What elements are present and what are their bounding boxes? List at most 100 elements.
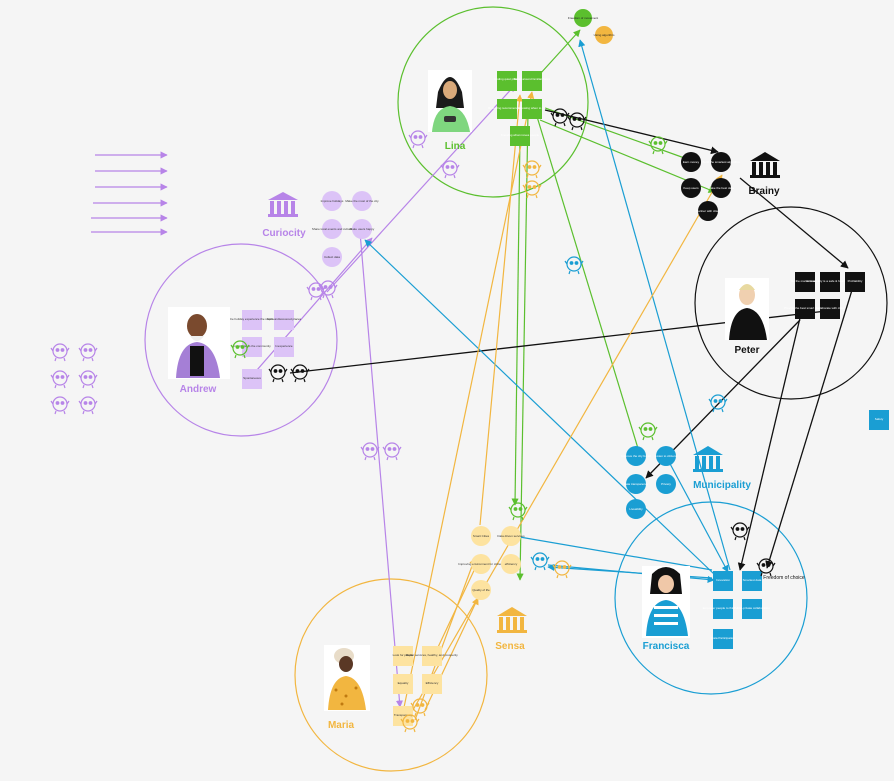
- sticky-note[interactable]: [711, 178, 731, 198]
- sticky-note[interactable]: [845, 272, 865, 292]
- persona-name-maria: Maria: [328, 720, 355, 731]
- sticky-note-text: Quality of life: [472, 588, 490, 592]
- sticky-note-text: Empower people to think & act: [703, 606, 744, 610]
- sticky-note[interactable]: [274, 310, 294, 330]
- sticky-note[interactable]: [322, 219, 342, 239]
- robot-sticker-icon: [400, 714, 420, 733]
- sticky-note-text: Knowing when to go: [518, 106, 545, 110]
- sticky-note[interactable]: [626, 446, 646, 466]
- sticky-note[interactable]: [820, 272, 840, 292]
- group-name-brainy: Brainy: [748, 186, 780, 197]
- sticky-note[interactable]: [522, 99, 542, 119]
- sticky-note[interactable]: [698, 201, 718, 221]
- sticky-note[interactable]: [322, 191, 342, 211]
- sticky-note[interactable]: [242, 337, 262, 357]
- robot-sticker-icon: [50, 396, 70, 415]
- sticky-note[interactable]: [626, 499, 646, 519]
- sticky-note-text: Being around familiar faces: [514, 77, 551, 81]
- robot-sticker-icon: [567, 112, 587, 131]
- sticky-note-text: Share local events and culture: [312, 227, 353, 231]
- sticky-note-text: Equality: [398, 681, 409, 685]
- sticky-note[interactable]: [242, 369, 262, 389]
- purple-connections: [249, 84, 516, 708]
- sticky-note[interactable]: [795, 299, 815, 319]
- robot-sticker-icon: [360, 442, 380, 461]
- sticky-note[interactable]: [501, 526, 521, 546]
- sticky-note[interactable]: [795, 272, 815, 292]
- sticky-note[interactable]: [393, 674, 413, 694]
- robot-sticker-icon: [382, 442, 402, 461]
- robot-sticker-icon: [564, 256, 584, 275]
- robot-sticker-icon: [78, 343, 98, 362]
- sticky-note[interactable]: [497, 99, 517, 119]
- maria-notes: Look for people Better services, healthy…: [393, 646, 458, 726]
- andrew-circle[interactable]: [144, 243, 338, 437]
- sticky-note[interactable]: [352, 219, 372, 239]
- sticky-note[interactable]: [522, 71, 542, 91]
- sticky-note[interactable]: [656, 446, 676, 466]
- sticky-note[interactable]: [242, 310, 262, 330]
- sticky-note[interactable]: [422, 646, 442, 666]
- sticky-note[interactable]: [711, 152, 731, 172]
- lina-circle[interactable]: [397, 6, 589, 198]
- sticky-note-text: Collect data: [324, 255, 340, 259]
- sticky-note[interactable]: [869, 410, 889, 430]
- sticky-note[interactable]: [742, 571, 762, 591]
- sticky-note[interactable]: [574, 9, 592, 27]
- sticky-note-text: Provide the best smart platform: [784, 306, 826, 310]
- robot-sticker-icon: [708, 394, 728, 413]
- robot-sticker-icon: [730, 522, 750, 541]
- sticky-note[interactable]: [626, 474, 646, 494]
- sticky-note-text: Receiving recommendations: [488, 106, 526, 110]
- sticky-note[interactable]: [393, 646, 413, 666]
- sticky-note-text: Data Participation: [711, 636, 735, 640]
- sticky-note[interactable]: [471, 580, 491, 600]
- sticky-note-text: Using algorithm: [594, 33, 615, 37]
- blue-connections: [364, 39, 731, 584]
- robot-sticker-icon: [508, 502, 528, 521]
- sticky-note-text: Inexperience: [275, 344, 293, 348]
- sticky-note[interactable]: [497, 71, 517, 91]
- sticky-note[interactable]: [656, 474, 676, 494]
- group-name-municipality: Municipality: [693, 480, 751, 491]
- curiocity-notes: Improve holidays Make the most of the ci…: [312, 191, 379, 267]
- sticky-note-text: Keep users: [683, 186, 699, 190]
- maria-circle[interactable]: [294, 578, 488, 772]
- sticky-note[interactable]: [274, 337, 294, 357]
- sticky-note[interactable]: [352, 191, 372, 211]
- sticky-note-text: Safety: [875, 417, 884, 421]
- brainy-notes: Earn money Build the smartest algorithm …: [681, 152, 740, 221]
- sticky-note[interactable]: [510, 126, 530, 146]
- sticky-note[interactable]: [713, 571, 733, 591]
- robot-sticker-icon: [648, 136, 668, 155]
- sticky-note-text: Data transparency: [624, 482, 649, 486]
- sticky-note-text: Efficiency: [426, 681, 439, 685]
- sensa-bank-icon: [497, 607, 527, 633]
- brainy-bank-icon: [750, 152, 780, 178]
- sticky-note-text: Profitability: [848, 279, 863, 283]
- robot-sticker-icon: [268, 364, 288, 383]
- sticky-note[interactable]: [713, 599, 733, 619]
- sticky-note-text: Enjoy the holiday experience the real lo…: [221, 317, 283, 321]
- andrew-avatar: [168, 307, 230, 379]
- sticky-note[interactable]: [471, 526, 491, 546]
- sticky-note[interactable]: [595, 26, 613, 44]
- sticky-note[interactable]: [422, 674, 442, 694]
- sticky-note[interactable]: [681, 178, 701, 198]
- peter-circle[interactable]: [694, 206, 888, 400]
- left-arrow-stack: [91, 151, 168, 236]
- robot-sticker-icon: [78, 396, 98, 415]
- persona-name-andrew: Andrew: [180, 384, 217, 395]
- sticky-note[interactable]: [820, 299, 840, 319]
- sticky-note-text: efficiency: [505, 562, 518, 566]
- sticky-note[interactable]: [681, 152, 701, 172]
- sticky-note[interactable]: [322, 247, 342, 267]
- sticky-note-text: Improving environment for citizens: [458, 562, 504, 566]
- sticky-note[interactable]: [501, 554, 521, 574]
- sticky-note-text: Improve the city for all: [621, 454, 651, 458]
- sticky-note[interactable]: [471, 554, 491, 574]
- robot-sticker-icon: [638, 422, 658, 441]
- sticky-note[interactable]: [742, 599, 762, 619]
- sticky-note[interactable]: [713, 629, 733, 649]
